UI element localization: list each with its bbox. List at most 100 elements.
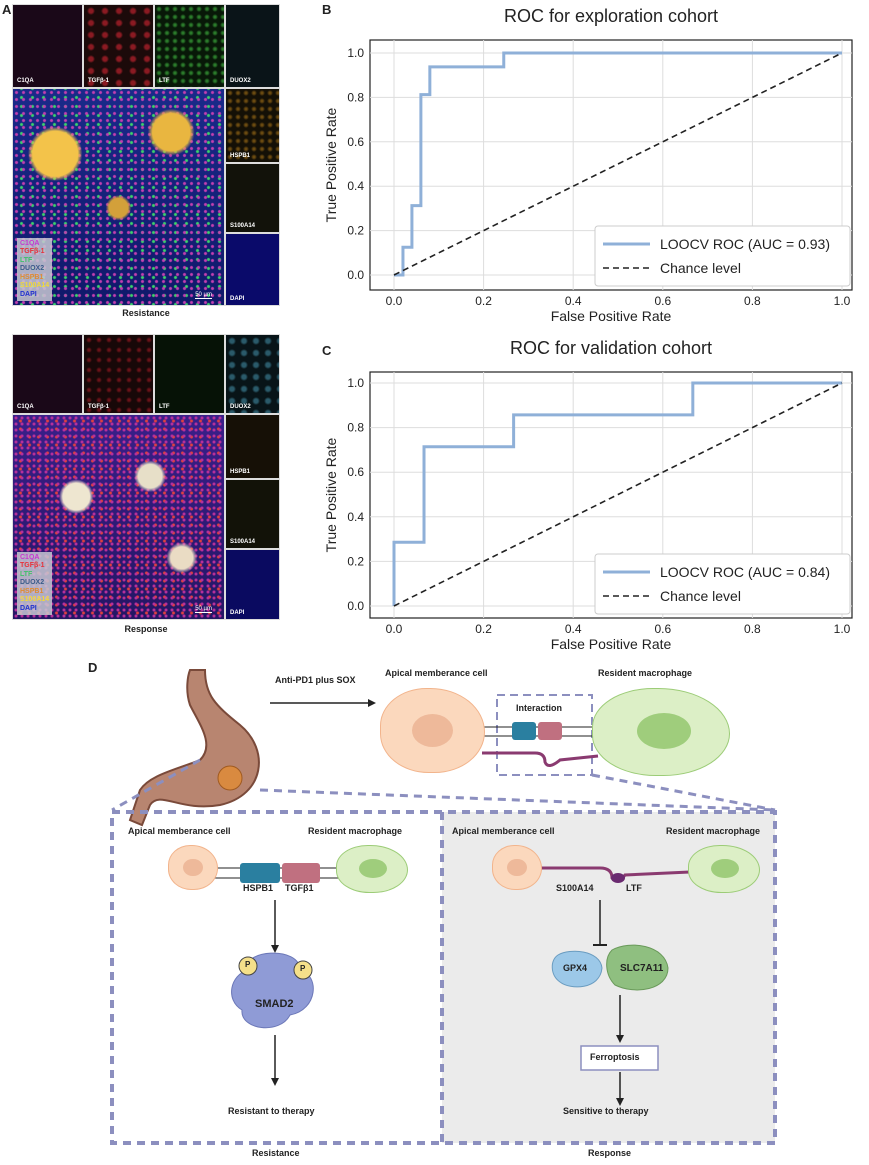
x-tick-label: 1.0 (834, 294, 851, 308)
legend-item: HSPB1 (20, 273, 44, 281)
caption-resistance-a: Resistance (122, 308, 170, 318)
stomach-icon (128, 669, 260, 827)
hspb1-tgfb1-pair-icon (215, 863, 340, 883)
apical-cell-icon (168, 845, 218, 890)
smad2-label: SMAD2 (255, 998, 294, 1010)
tile-dapi: DAPI (225, 233, 280, 306)
merged-image: C1QA TGFβ-1 LTF DUOX2 HSPB1 S100A14 DAPI… (12, 414, 225, 620)
ferroptosis-box (580, 1045, 659, 1071)
legend-item: LTF (20, 570, 33, 578)
tile-label: TGFβ-1 (88, 78, 109, 84)
tile-label: C1QA (17, 404, 34, 410)
channel-legend: C1QA TGFβ-1 LTF DUOX2 HSPB1 S100A14 DAPI (17, 551, 53, 615)
chance-line (393, 52, 843, 276)
tile-tgfb1: TGFβ-1 (83, 4, 154, 88)
y-tick-label: 0.0 (347, 268, 364, 282)
scale-bar: 50 µm (195, 606, 212, 613)
tile-ltf: LTF (154, 334, 225, 414)
legend (594, 553, 851, 615)
merged-image: C1QA TGFβ-1 LTF DUOX2 HSPB1 S100A14 DAPI… (12, 88, 225, 306)
tile-duox2: DUOX2 (225, 4, 280, 88)
legend-item: TGFβ-1 (20, 248, 45, 255)
right-macrophage-label: Resident macrophage (666, 826, 761, 836)
x-axis-label: False Positive Rate (551, 308, 672, 324)
ltf-label: LTF (626, 883, 642, 893)
tile-label: TGFβ-1 (88, 404, 109, 410)
y-tick-label: 0.2 (347, 224, 364, 238)
macrophage-icon (688, 845, 760, 893)
panel-label-b: B (322, 2, 332, 17)
channel-legend: C1QA TGFβ-1 LTF DUOX2 HSPB1 S100A14 DAPI (17, 237, 53, 301)
tile-c1qa: C1QA (12, 4, 83, 88)
s100a14-ltf-pair-icon (540, 866, 691, 883)
arrow-icon (616, 995, 624, 1043)
legend-item: S100A14 (20, 282, 50, 289)
legend-label: LOOCV ROC (AUC = 0.93) (660, 236, 830, 252)
ferroptosis-label: Ferroptosis (590, 1052, 640, 1062)
y-tick-label: 1.0 (347, 46, 364, 60)
phospho-label: P (300, 964, 306, 973)
apical-cell-label: Apical memberance cell (385, 668, 488, 678)
tile-duox2: DUOX2 (225, 334, 280, 414)
tile-label: DAPI (230, 296, 245, 302)
scale-bar: 50 µm (195, 292, 212, 299)
legend-label: LOOCV ROC (AUC = 0.84) (660, 564, 830, 580)
right-outcome: Sensitive to therapy (563, 1106, 649, 1116)
macrophage-icon (336, 845, 408, 893)
legend (594, 225, 851, 287)
phospho-label: P (245, 960, 251, 969)
inhibition-icon (593, 900, 607, 946)
x-tick-label: 0.6 (654, 622, 671, 636)
x-tick-label: 0.0 (386, 294, 403, 308)
panel-label-d: D (88, 660, 98, 675)
tile-label: C1QA (17, 78, 34, 84)
hspb1-label: HSPB1 (243, 883, 274, 893)
treatment-label: Anti-PD1 plus SOX (275, 675, 356, 685)
chance-line (393, 382, 843, 607)
gpx4-icon (551, 950, 603, 988)
tile-label: S100A14 (230, 223, 256, 229)
interaction-label: Interaction (516, 703, 563, 713)
tile-c1qa: C1QA (12, 334, 83, 414)
x-axis-label: False Positive Rate (551, 636, 672, 652)
macrophage-label: Resident macrophage (598, 668, 693, 678)
tile-hspb1: HSPB1 (225, 414, 280, 479)
legend-item: DUOX2 (20, 265, 45, 272)
tile-s100a14: S100A14 (225, 479, 280, 549)
x-tick-label: 0.8 (744, 294, 761, 308)
tile-label: DAPI (230, 610, 245, 616)
detail-box (110, 810, 777, 1145)
x-tick-label: 0.6 (654, 294, 671, 308)
legend-item: S100A14 (20, 596, 50, 603)
x-tick-label: 0.2 (475, 294, 492, 308)
macrophage-icon (592, 688, 730, 776)
y-tick-label: 0.4 (347, 510, 364, 524)
y-tick-label: 1.0 (347, 376, 364, 390)
x-tick-label: 0.8 (744, 622, 761, 636)
x-tick-label: 0.2 (475, 622, 492, 636)
legend-item: C1QA (20, 239, 40, 247)
tile-s100a14: S100A14 (225, 163, 280, 233)
caption-response-d: Response (588, 1148, 632, 1158)
x-tick-label: 1.0 (834, 622, 851, 636)
chart-title: ROC for validation cohort (510, 340, 712, 358)
roc-curve (392, 381, 842, 606)
legend-item: C1QA (20, 553, 40, 561)
arrow-icon (270, 699, 376, 707)
tile-ltf: LTF (154, 4, 225, 88)
slc7a11-icon (606, 944, 669, 991)
tile-label: LTF (159, 404, 170, 410)
y-tick-label: 0.0 (347, 599, 364, 613)
tile-label: DUOX2 (230, 404, 251, 410)
chart-title: ROC for exploration cohort (504, 6, 718, 26)
left-macrophage-label: Resident macrophage (308, 826, 403, 836)
y-tick-label: 0.6 (347, 465, 364, 479)
y-tick-label: 0.8 (347, 90, 364, 104)
legend-item: DUOX2 (20, 579, 45, 586)
tile-label: HSPB1 (230, 469, 251, 475)
y-tick-label: 0.6 (347, 135, 364, 149)
arrow-icon (271, 900, 279, 953)
panel-label-c: C (322, 343, 332, 358)
legend-label: Chance level (660, 260, 741, 276)
